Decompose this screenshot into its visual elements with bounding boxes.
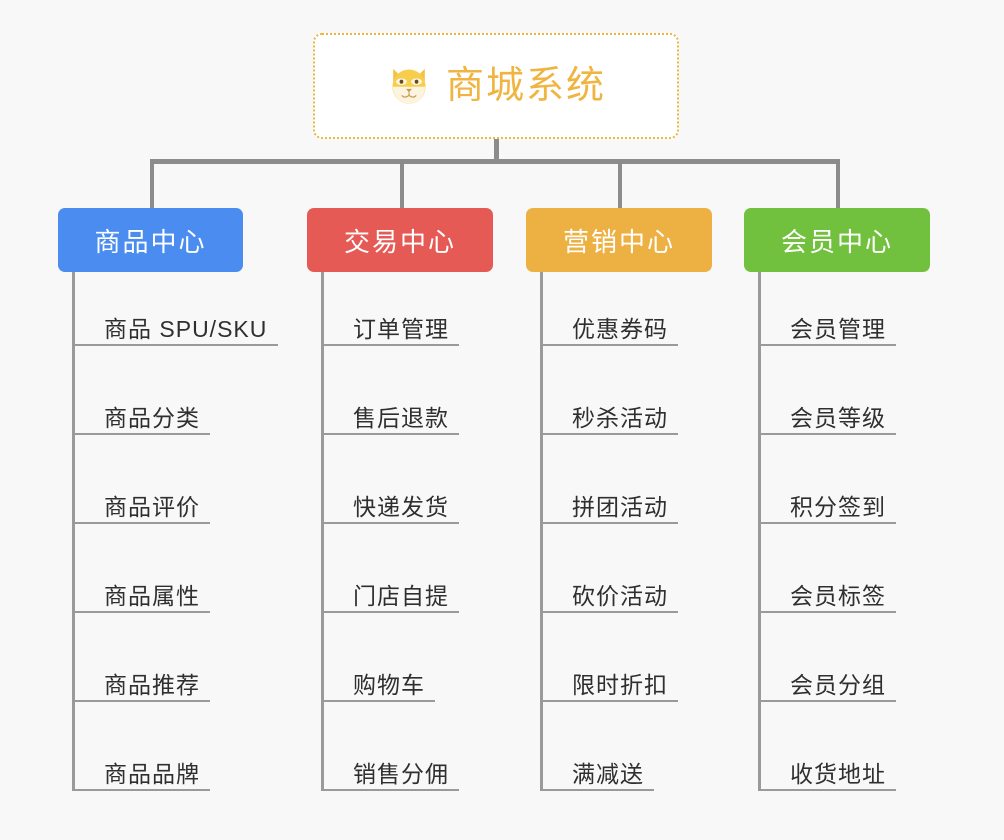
leaf-item[interactable]: 秒杀活动 xyxy=(540,393,678,482)
leaf-column-stem xyxy=(321,272,324,791)
leaf-item-label: 会员标签 xyxy=(790,583,886,609)
leaf-item-label: 订单管理 xyxy=(353,316,449,342)
leaf-item[interactable]: 快递发货 xyxy=(321,482,459,571)
leaf-item-underline xyxy=(758,789,896,791)
leaf-item[interactable]: 拼团活动 xyxy=(540,482,678,571)
leaf-item-underline xyxy=(540,522,678,524)
leaf-item-label: 拼团活动 xyxy=(572,494,668,520)
leaf-item-label: 门店自提 xyxy=(353,583,449,609)
leaf-item[interactable]: 售后退款 xyxy=(321,393,459,482)
leaf-item[interactable]: 会员分组 xyxy=(758,660,896,749)
leaf-item-underline xyxy=(72,522,210,524)
leaf-item-label: 优惠券码 xyxy=(572,316,668,342)
connector-drop-1 xyxy=(150,159,154,209)
leaf-item-underline xyxy=(321,700,435,702)
category-box-1[interactable]: 商品中心 xyxy=(58,208,243,272)
leaf-item-underline xyxy=(321,433,459,435)
leaf-item-underline xyxy=(540,789,654,791)
connector-drop-3 xyxy=(618,159,622,209)
leaf-item-underline xyxy=(321,789,459,791)
category-box-2[interactable]: 交易中心 xyxy=(307,208,493,272)
leaf-item-underline xyxy=(540,611,678,613)
category-label-3: 营销中心 xyxy=(562,226,675,257)
leaf-item[interactable]: 销售分佣 xyxy=(321,749,459,838)
leaf-item-label: 会员等级 xyxy=(790,405,886,431)
leaf-item[interactable]: 购物车 xyxy=(321,660,435,749)
leaf-item-label: 商品 SPU/SKU xyxy=(104,316,268,342)
leaf-item-underline xyxy=(758,611,896,613)
leaf-item[interactable]: 积分签到 xyxy=(758,482,896,571)
leaf-item-label: 商品品牌 xyxy=(104,761,200,787)
leaf-column-stem xyxy=(72,272,75,791)
leaf-item-underline xyxy=(540,700,678,702)
leaf-item-underline xyxy=(321,522,459,524)
category-box-3[interactable]: 营销中心 xyxy=(526,208,712,272)
leaf-item-underline xyxy=(758,700,896,702)
leaf-column-stem xyxy=(758,272,761,791)
shiba-dog-icon xyxy=(392,68,426,104)
leaf-item-label: 售后退款 xyxy=(353,405,449,431)
leaf-item-underline xyxy=(321,611,459,613)
leaf-item[interactable]: 商品属性 xyxy=(72,571,210,660)
connector-root-stem xyxy=(494,139,499,162)
leaf-item[interactable]: 商品评价 xyxy=(72,482,210,571)
leaf-item[interactable]: 商品推荐 xyxy=(72,660,210,749)
leaf-item[interactable]: 商品分类 xyxy=(72,393,210,482)
connector-horizontal-bus xyxy=(150,159,840,164)
leaf-item-label: 积分签到 xyxy=(790,494,886,520)
leaf-item-label: 限时折扣 xyxy=(572,672,668,698)
leaf-item-underline xyxy=(72,433,210,435)
leaf-item-label: 销售分佣 xyxy=(353,761,449,787)
leaf-item[interactable]: 会员管理 xyxy=(758,304,896,393)
leaf-item[interactable]: 砍价活动 xyxy=(540,571,678,660)
leaf-item[interactable]: 满减送 xyxy=(540,749,654,838)
leaf-item-underline xyxy=(321,344,459,346)
leaf-item-underline xyxy=(72,789,210,791)
root-node-label: 商城系统 xyxy=(445,65,606,107)
leaf-item-underline xyxy=(758,522,896,524)
leaf-item-underline xyxy=(72,344,278,346)
leaf-item-underline xyxy=(72,611,210,613)
leaf-item-underline xyxy=(758,433,896,435)
leaf-item[interactable]: 会员标签 xyxy=(758,571,896,660)
leaf-item[interactable]: 商品 SPU/SKU xyxy=(72,304,278,393)
leaf-item-underline xyxy=(540,344,678,346)
leaf-item[interactable]: 优惠券码 xyxy=(540,304,678,393)
category-label-1: 商品中心 xyxy=(94,226,207,257)
leaf-item-label: 砍价活动 xyxy=(572,583,668,609)
leaf-item-underline xyxy=(72,700,210,702)
category-label-4: 会员中心 xyxy=(780,226,893,257)
leaf-item[interactable]: 收货地址 xyxy=(758,749,896,838)
category-box-4[interactable]: 会员中心 xyxy=(744,208,930,272)
leaf-item-label: 秒杀活动 xyxy=(572,405,668,431)
connector-drop-2 xyxy=(400,159,404,209)
leaf-item-underline xyxy=(540,433,678,435)
leaf-item[interactable]: 限时折扣 xyxy=(540,660,678,749)
root-node-shop-system[interactable]: 商城系统 xyxy=(313,33,679,139)
leaf-column-stem xyxy=(540,272,543,791)
leaf-item[interactable]: 订单管理 xyxy=(321,304,459,393)
leaf-item[interactable]: 门店自提 xyxy=(321,571,459,660)
leaf-item-label: 会员管理 xyxy=(790,316,886,342)
leaf-item-label: 商品属性 xyxy=(104,583,200,609)
leaf-item-label: 快递发货 xyxy=(353,494,449,520)
leaf-item-label: 满减送 xyxy=(572,761,644,787)
leaf-item-label: 会员分组 xyxy=(790,672,886,698)
leaf-item-label: 商品评价 xyxy=(104,494,200,520)
leaf-item-underline xyxy=(758,344,896,346)
connector-drop-4 xyxy=(836,159,840,209)
leaf-item-label: 购物车 xyxy=(353,672,425,698)
leaf-item-label: 商品推荐 xyxy=(104,672,200,698)
category-label-2: 交易中心 xyxy=(343,226,456,257)
leaf-item-label: 收货地址 xyxy=(790,761,886,787)
leaf-item[interactable]: 会员等级 xyxy=(758,393,896,482)
leaf-item-label: 商品分类 xyxy=(104,405,200,431)
leaf-item[interactable]: 商品品牌 xyxy=(72,749,210,838)
